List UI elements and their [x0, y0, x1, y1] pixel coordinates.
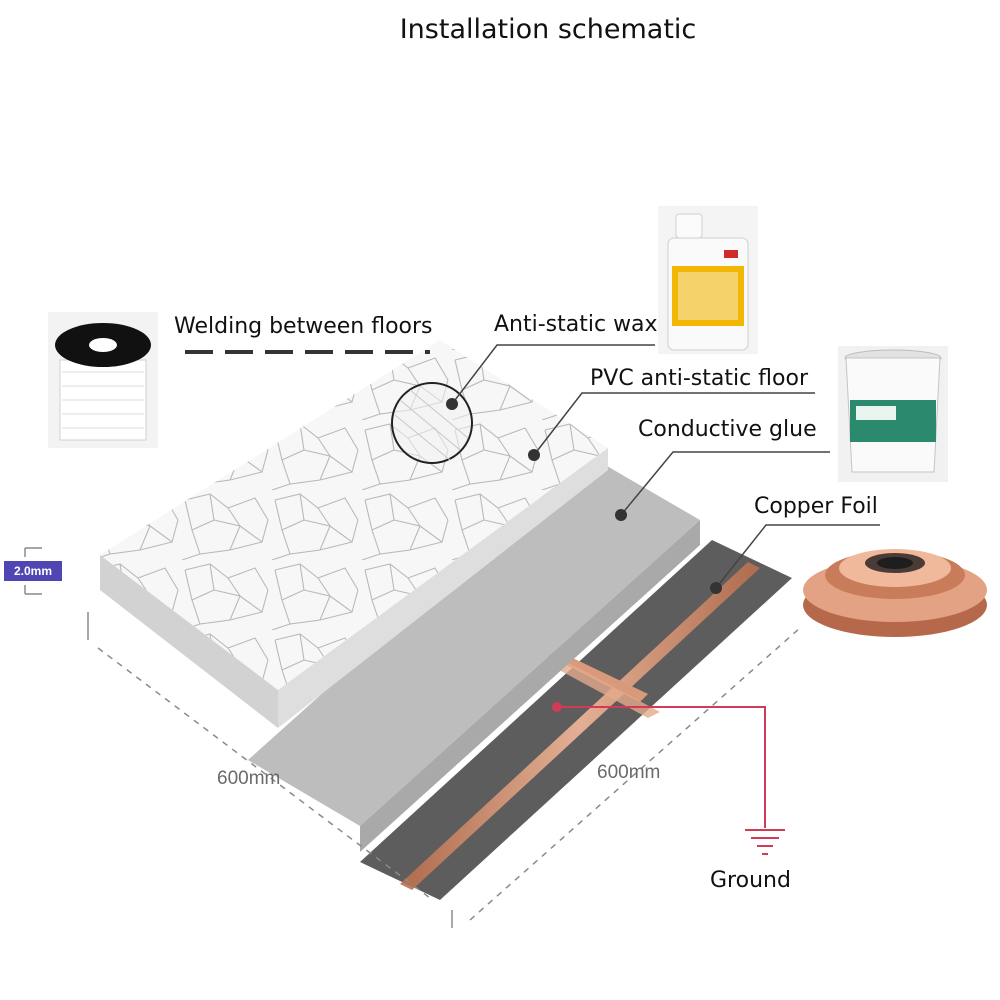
leader-dots — [446, 398, 722, 594]
ground-connection — [552, 702, 766, 828]
label-conductive-glue: Conductive glue — [638, 417, 817, 442]
copper-foil-strips — [400, 562, 760, 890]
dimension-lines — [24, 547, 801, 928]
pvc-floor-tile — [100, 340, 608, 728]
welding-rod-spool-icon — [48, 312, 158, 448]
label-copper-foil: Copper Foil — [754, 494, 878, 519]
ground-symbol-icon — [745, 829, 785, 855]
glue-layer — [248, 455, 700, 852]
label-pvc-floor: PVC anti-static floor — [590, 366, 808, 391]
leader-lines — [451, 344, 880, 589]
thickness-badge: 2.0mm — [4, 561, 62, 581]
label-anti-static-wax: Anti-static wax — [494, 312, 658, 337]
magnifier-circle — [391, 382, 473, 464]
label-ground: Ground — [710, 868, 791, 893]
dimension-width-left: 600mm — [217, 768, 281, 789]
anti-static-wax-jug-icon — [658, 206, 758, 354]
conductive-glue-bucket-icon — [838, 346, 948, 482]
label-welding: Welding between floors — [174, 314, 433, 339]
copper-foil-roll-icon — [803, 549, 987, 637]
dimension-width-right: 600mm — [597, 762, 661, 783]
page-title: Installation schematic — [399, 14, 697, 45]
